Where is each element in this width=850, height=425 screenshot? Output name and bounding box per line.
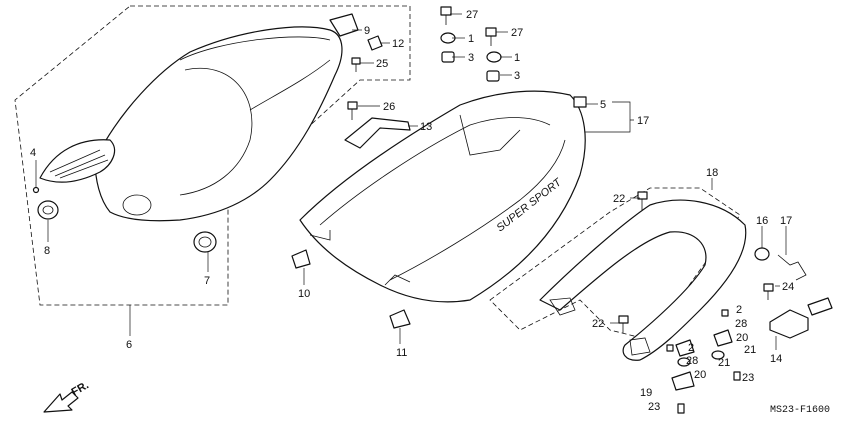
grommet-part-7 bbox=[193, 231, 217, 253]
callout-labels: 27 1 3 27 1 3 9 12 25 26 13 5 17 4 8 7 6… bbox=[30, 9, 794, 413]
bolt-part-22-upper bbox=[637, 191, 648, 210]
label-10: 10 bbox=[298, 288, 310, 300]
rubber-part-11 bbox=[389, 309, 411, 329]
label-4: 4 bbox=[30, 147, 36, 159]
clip-part-4 bbox=[32, 186, 40, 194]
label-24: 24 bbox=[782, 281, 794, 293]
label-3-left: 3 bbox=[468, 52, 474, 64]
label-2-upper: 2 bbox=[736, 304, 742, 316]
hinge-hardware bbox=[666, 309, 741, 414]
seat-part bbox=[39, 26, 343, 222]
label-23-lower: 23 bbox=[648, 401, 660, 413]
figure-code: MS23-F1600 bbox=[770, 405, 830, 416]
label-20-lower: 20 bbox=[694, 369, 706, 381]
label-21-lower: 21 bbox=[718, 357, 730, 369]
seat-group-outline bbox=[14, 5, 411, 306]
seat-lock-part-14 bbox=[769, 297, 833, 339]
label-25: 25 bbox=[376, 58, 388, 70]
label-1-right: 1 bbox=[514, 52, 520, 64]
bolt-part-24 bbox=[763, 283, 774, 300]
bolt-part-26 bbox=[347, 101, 358, 120]
nut-part-15 bbox=[754, 247, 770, 261]
label-27-right: 27 bbox=[511, 27, 523, 39]
label-8: 8 bbox=[44, 245, 50, 257]
label-26: 26 bbox=[383, 101, 395, 113]
fastener-stack-right bbox=[485, 27, 502, 82]
label-15: 16 bbox=[756, 215, 768, 227]
grab-rail-part bbox=[539, 199, 747, 361]
label-23-right: 23 bbox=[742, 372, 754, 384]
lock-bracket-part-13 bbox=[344, 117, 411, 149]
spring-part-16 bbox=[777, 254, 807, 281]
label-21-upper: 21 bbox=[744, 344, 756, 356]
label-18: 18 bbox=[706, 167, 718, 179]
label-20-upper: 20 bbox=[736, 332, 748, 344]
front-direction-marker: FR. bbox=[43, 379, 91, 413]
bolt-part-22-lower bbox=[618, 315, 629, 333]
label-28-upper: 28 bbox=[735, 318, 747, 330]
label-22-upper: 22 bbox=[613, 193, 625, 205]
label-7: 7 bbox=[204, 275, 210, 287]
leader-lines bbox=[35, 13, 787, 350]
label-12: 12 bbox=[392, 38, 404, 50]
label-9: 9 bbox=[364, 25, 370, 37]
label-22-lower: 22 bbox=[592, 318, 604, 330]
label-27-left: 27 bbox=[466, 9, 478, 21]
front-marker-label: FR. bbox=[70, 379, 91, 398]
rubber-part-10 bbox=[291, 249, 311, 269]
label-6: 6 bbox=[126, 339, 132, 351]
label-16: 17 bbox=[780, 215, 792, 227]
label-11: 11 bbox=[396, 347, 407, 359]
label-13: 13 bbox=[420, 121, 432, 133]
label-14: 14 bbox=[770, 353, 782, 365]
label-17: 17 bbox=[637, 115, 649, 127]
label-5: 5 bbox=[600, 99, 606, 111]
cushion-part-5 bbox=[573, 96, 587, 108]
label-19: 19 bbox=[640, 387, 652, 399]
rear-cowl-part bbox=[299, 90, 586, 303]
fastener-stack-left bbox=[440, 6, 456, 63]
label-3-right: 3 bbox=[514, 70, 520, 82]
label-2-lower: 2 bbox=[688, 342, 694, 354]
nut-part-12 bbox=[367, 35, 383, 51]
bolt-part-25 bbox=[351, 57, 361, 72]
label-28-lower: 28 bbox=[686, 355, 698, 367]
grommet-part-8 bbox=[37, 200, 59, 220]
label-1-left: 1 bbox=[468, 33, 474, 45]
